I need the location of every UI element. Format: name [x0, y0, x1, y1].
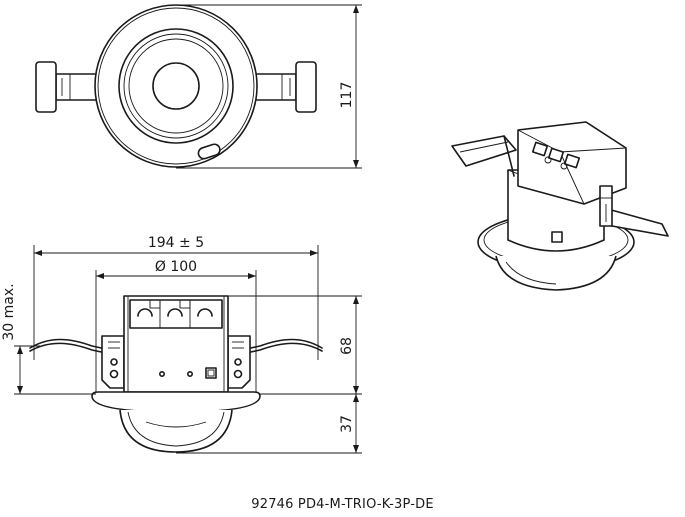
dim-117-label: 117 [339, 82, 355, 109]
dim-30-label: 30 max. [1, 283, 17, 340]
iso-dip-switch [551, 231, 563, 243]
left-clamp [101, 335, 125, 389]
iso-left-spring-arm [451, 135, 517, 167]
side-lens-dome [119, 409, 233, 453]
side-view: 194 ± 5 Ø 100 [29, 235, 323, 453]
top-view-lens-housing [118, 28, 234, 144]
dip-switch [205, 367, 217, 379]
dim-117: 117 [176, 4, 362, 169]
left-spring-arm [29, 338, 121, 353]
iso-lens-dome [495, 255, 617, 291]
product-caption: 92746 PD4-M-TRIO-K-3P-DE [251, 497, 434, 512]
terminal-block [129, 299, 223, 329]
top-view-sensor-lens [152, 62, 200, 110]
dim-68: 68 [228, 295, 362, 395]
dim-37: 37 [176, 394, 362, 454]
side-flange [91, 391, 261, 413]
isometric-view [451, 121, 669, 291]
right-clamp [227, 335, 251, 389]
dim-37-label: 37 [339, 415, 355, 433]
dim-30: 30 max. [1, 283, 96, 395]
right-spring-arm [231, 338, 323, 353]
dim-194-label: 194 ± 5 [148, 235, 204, 251]
dim-68-label: 68 [339, 337, 355, 355]
dim-100-label: Ø 100 [155, 259, 197, 275]
top-view [35, 4, 317, 168]
led-indicator [197, 143, 221, 160]
